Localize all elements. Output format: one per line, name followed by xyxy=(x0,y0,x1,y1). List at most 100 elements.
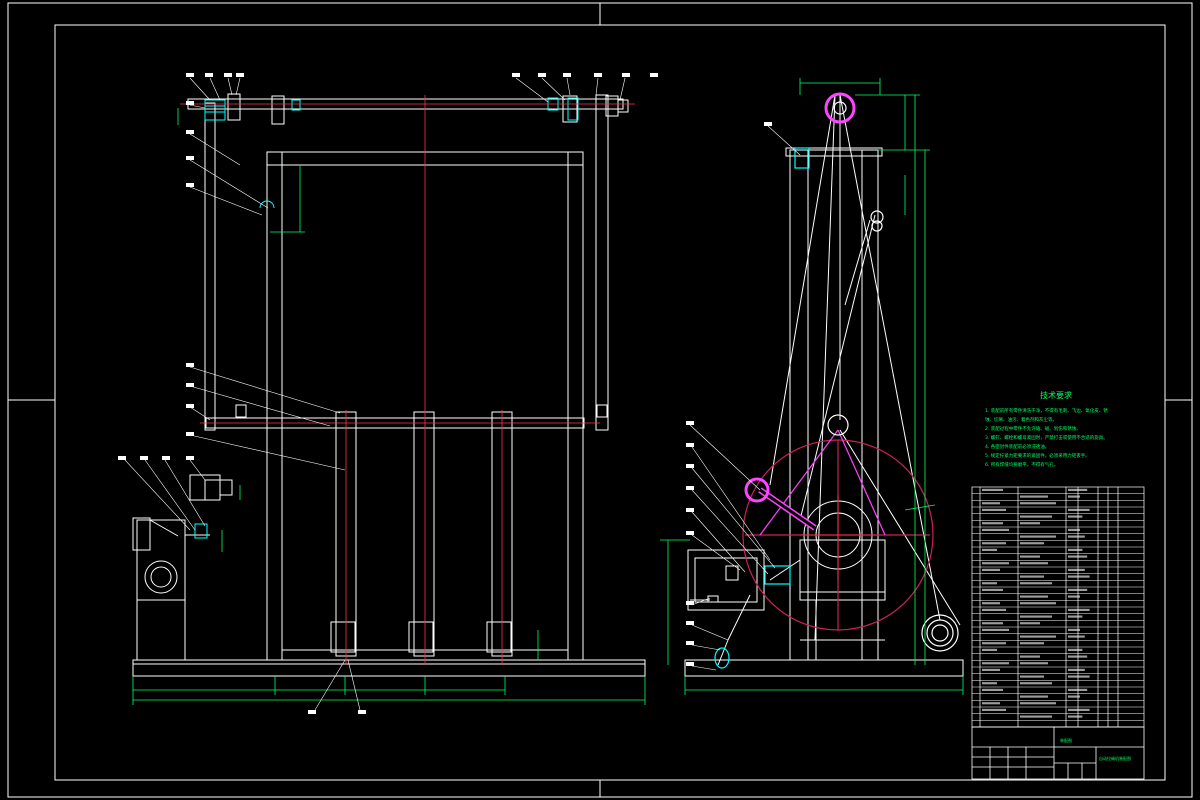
notes-title: 技术要求 xyxy=(1040,390,1072,400)
motor-body xyxy=(687,549,765,611)
left-outer-post xyxy=(204,102,216,431)
parts-list-text-mark xyxy=(982,542,1006,545)
parts-list-text-mark xyxy=(982,582,997,585)
parts-list-text-mark xyxy=(1068,615,1083,618)
parts-list-text-mark xyxy=(982,628,1009,631)
parts-list-text-mark xyxy=(1020,682,1052,685)
parts-list-text-mark xyxy=(982,508,1006,511)
parts-list-text-mark xyxy=(1068,548,1083,551)
parts-list-text-mark xyxy=(1020,622,1040,625)
parts-list-text-mark xyxy=(982,502,1000,505)
front-view xyxy=(132,93,646,677)
center-marks xyxy=(8,3,1192,797)
inner-frame-left-post xyxy=(266,151,283,661)
reducer-wheel xyxy=(144,560,178,594)
parts-list-text-mark xyxy=(1068,675,1090,678)
parts-list-text-mark xyxy=(1068,635,1085,638)
note-line-6: 5. 规定拧紧力矩要求的紧固件，必须采用力矩扳手。 xyxy=(985,452,1090,459)
parts-list-text-mark xyxy=(982,548,997,551)
note-line-2: 蚀、切屑、油污、着色剂和灰尘等。 xyxy=(985,416,1057,423)
front-balloons xyxy=(118,73,658,714)
front-hatch-details xyxy=(149,97,579,539)
parts-list-text-mark xyxy=(982,528,1009,531)
parts-list-text-mark xyxy=(982,562,1009,565)
parts-list-text-mark xyxy=(1068,568,1085,571)
outer-border xyxy=(7,2,1193,798)
parts-list-text-mark xyxy=(982,662,1009,665)
side-base-plate xyxy=(684,659,964,677)
note-line-3: 2. 装配过程中零件不允许磕、碰、划伤和锈蚀。 xyxy=(985,425,1081,432)
parts-list-text-mark xyxy=(982,642,1006,645)
parts-list-text-mark xyxy=(1068,668,1085,671)
parts-list-text-mark xyxy=(1020,662,1048,665)
parts-list-text-mark xyxy=(982,708,1006,711)
parts-list-text-mark xyxy=(1068,608,1090,611)
parts-list-text-mark xyxy=(1020,602,1056,605)
parts-list-text-mark xyxy=(1068,515,1083,518)
parts-list-text-mark xyxy=(982,522,1003,525)
parts-list-text-mark xyxy=(982,568,1000,571)
note-line-7: 6. 所有焊缝均要磨平，不得有气孔。 xyxy=(985,461,1058,468)
side-center-lines xyxy=(800,495,876,580)
parts-list-text-mark xyxy=(1068,575,1090,578)
note-line-1: 1. 装配前所有零件清洗干净，不得有毛刺、飞边、氧化皮、锈 xyxy=(985,407,1108,414)
arm-2 xyxy=(413,411,435,657)
inner-frame-right-post xyxy=(567,151,584,661)
parts-list-text-mark xyxy=(1020,595,1048,598)
parts-list-text-mark xyxy=(1020,635,1056,638)
parts-list-text-mark xyxy=(1020,515,1052,518)
gearbox-housing xyxy=(799,539,886,601)
parts-list-text-mark xyxy=(1068,648,1083,651)
technical-notes: 技术要求 1. 装配前所有零件清洗干净，不得有毛刺、飞边、氧化皮、锈 蚀、切屑、… xyxy=(985,390,1108,468)
parts-list-text-mark xyxy=(1068,695,1080,698)
side-column xyxy=(789,149,879,661)
parts-list-text-mark xyxy=(1020,702,1056,705)
parts-list-text-mark xyxy=(1020,495,1048,498)
parts-list-text-mark xyxy=(982,668,1000,671)
top-pulley xyxy=(824,92,856,124)
parts-list-text-mark xyxy=(982,622,1003,625)
parts-list-text-mark xyxy=(1068,555,1088,558)
parts-list-text-mark xyxy=(1068,708,1090,711)
parts-list-rows xyxy=(972,493,1144,721)
note-line-4: 3. 螺钉、螺栓和螺母紧固时，严禁打击或使用不合适的旋具。 xyxy=(985,434,1108,441)
parts-list-text-mark xyxy=(982,488,1003,491)
side-balloons xyxy=(686,122,772,666)
parts-list-text-mark xyxy=(982,682,997,685)
parts-list-text-mark xyxy=(982,688,1003,691)
parts-list-text-mark xyxy=(1020,615,1052,618)
parts-list-text-mark xyxy=(982,608,1006,611)
parts-list-text-mark xyxy=(1020,522,1040,525)
parts-list-text-mark xyxy=(1068,715,1083,718)
right-outer-post xyxy=(595,94,609,431)
parts-list-text-mark xyxy=(1068,535,1085,538)
note-line-5: 4. 各密封件装配前必须浸透油。 xyxy=(985,443,1049,450)
parts-list-text-mark xyxy=(1068,528,1080,531)
parts-list-text-mark xyxy=(1068,595,1080,598)
side-dimensions xyxy=(660,78,964,695)
parts-list-text-mark xyxy=(1020,535,1056,538)
idler-pulley xyxy=(870,210,884,224)
reducer-body xyxy=(136,519,186,601)
rope-drum xyxy=(921,614,959,652)
side-view xyxy=(684,94,964,677)
parts-list-text-mark xyxy=(1020,555,1040,558)
title-block-drawing-type: 装配图 xyxy=(1060,737,1072,743)
title-block-drawing-name: 自动拉绳机装配图 xyxy=(1099,755,1131,761)
side-pulleys xyxy=(714,92,959,669)
left-pulley xyxy=(744,477,770,503)
parts-list-text-mark xyxy=(982,588,1003,591)
parts-list-text-mark xyxy=(982,702,1000,705)
parts-list-text-marks xyxy=(982,488,1090,718)
parts-list-text-mark xyxy=(1020,542,1044,545)
parts-list-text-mark xyxy=(1020,502,1056,505)
parts-list-text-mark xyxy=(1020,562,1048,565)
parts-list-text-mark xyxy=(1020,655,1040,658)
base-plate xyxy=(132,659,646,677)
inner-border xyxy=(54,24,1166,781)
parts-list-text-mark xyxy=(1068,688,1088,691)
side-leaders xyxy=(689,125,801,671)
parts-list-text-mark xyxy=(1020,715,1052,718)
title-block xyxy=(971,726,1145,780)
